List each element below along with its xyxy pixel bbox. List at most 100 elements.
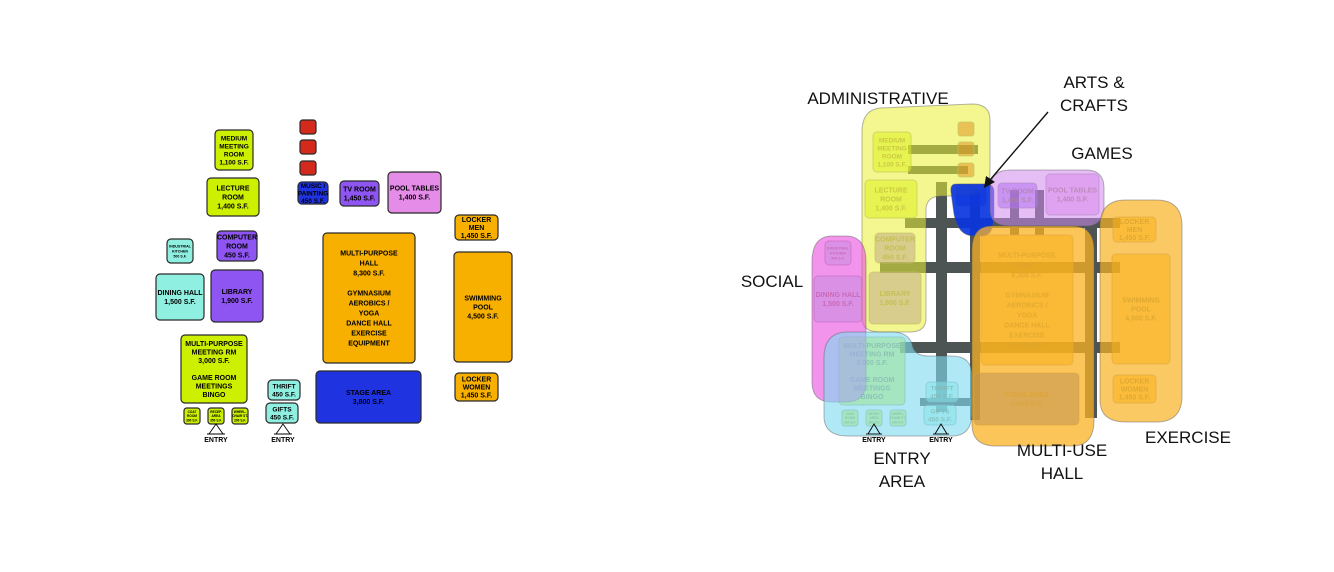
room-box [265,402,299,424]
room-label-line: 450 S.F. [301,198,325,205]
room-label-line: BINGO [203,392,227,399]
room-label-line: 300 S.F. [186,418,198,422]
entry-arrow [275,423,291,435]
room-label-line: AREA [211,414,221,418]
room-box [322,232,416,364]
room-wheelchair-storage: WHEEL-CHAIR ST.200 S.F. [231,407,249,425]
leader-line [989,111,1049,181]
room-label-line: MULTI-PURPOSE [340,250,398,257]
room-label-line: EQUIPMENT [348,340,390,347]
room-box [267,379,301,401]
room-label-line: 450 S.F. [224,252,250,259]
room-label-line: 1,450 S.F. [461,233,493,240]
room-label-line: MULTI-PURPOSE [185,341,243,348]
room-label-line: 1,900 S.F. [221,298,253,305]
room-box [231,407,249,425]
room-label-line: 3,800 S.F. [353,399,385,406]
room-box [339,180,380,207]
room-box [297,181,329,205]
room-label-line: YOGA [359,310,380,317]
room-label-line: GYMNASIUM [347,290,391,297]
room-label-line: RECEP. [210,410,222,414]
zone-label-social: SOCIAL [741,272,803,291]
room-label-line: ROOM [226,243,248,250]
room-label-line: MEDIUM [221,135,247,142]
room-label-line: 1,450 S.F. [461,392,493,399]
room-label-line: 8,300 S.F. [353,270,385,277]
entry-marker: ENTRY [271,423,295,444]
room-label-line: GAME ROOM [192,375,237,382]
room-box [183,407,201,425]
room-box [454,214,499,241]
room-swimming-pool: SWIMMING POOL 4,500 S.F. [453,251,513,363]
zone-label-exercise: EXERCISE [1145,428,1231,447]
zone-label-multi-use-hall: MULTI-USE [1017,441,1107,460]
room-label-line: ROOM [222,194,244,201]
room-label-line: SWIMMING [464,295,502,302]
circulation-bar [936,182,947,412]
zone-bubble-exercise [1099,199,1183,423]
room-label-line: INDUSTRIAL [169,244,192,248]
room-box [299,119,317,135]
room-label-line: THRIFT [272,383,295,390]
entry-arrow [208,423,224,435]
room-label-line: CHAIR ST. [232,414,248,418]
room-box [166,238,194,264]
arts-crafts-leader-arrow [984,111,1049,188]
zone-label-arts-crafts: CRAFTS [1060,96,1128,115]
entry-arrow [934,423,948,435]
room-label-line: 1,400 S.F. [399,194,431,201]
room-label-line: LOCKER [462,217,492,224]
entry-marker: ENTRY [862,423,886,444]
room-box [299,160,317,176]
room-label-line: POOL TABLES [390,185,439,192]
room-box [210,269,264,323]
room-label-line: POOL [473,304,494,311]
room-label-line: LOCKER [462,376,492,383]
room-box [214,129,254,171]
room-label-line: ROOM [187,414,197,418]
room-label-line: LIBRARY [222,289,253,296]
room-art-room-1 [299,119,317,135]
room-label-line: MEETING RM [192,349,237,356]
room-label-line: WHEEL- [234,410,247,414]
entry-label: ENTRY [204,437,228,444]
zone-bubble-multi-use-hall [971,225,1095,447]
room-label-line: HALL [360,260,379,267]
room-multi-purpose-hall: MULTI-PURPOSE HALL 8,300 S.F. GYMNASIUM AERO… [322,232,416,364]
room-label-line: 500 S.F. [173,254,186,258]
room-label-line: AEROBICS / [349,300,390,307]
room-label-line: 1,400 S.F. [217,203,249,210]
room-label-line: 450 S.F. [272,391,296,398]
room-label-line: DINING HALL [157,290,203,297]
zone-bubble-games [989,169,1105,227]
room-label-line: 3,000 S.F. [198,358,230,365]
room-box [387,171,442,214]
room-label-line: 350 S.F. [210,418,222,422]
room-label-line: TV ROOM [343,186,376,193]
room-label-line: MEN [469,225,485,232]
zone-label-entry-area: AREA [879,472,926,491]
room-label-line: GIFTS [272,406,292,413]
room-label-line: DANCE HALL [346,320,392,327]
room-pool-tables: POOL TABLES 1,400 S.F. [387,171,442,214]
room-label-line: 4,500 S.F. [467,313,499,320]
zone-label-arts-crafts: ARTS & [1063,73,1125,92]
room-box [155,273,205,321]
room-label-line: WOMEN [463,384,491,391]
zone-label-games: GAMES [1071,144,1132,163]
room-label-line: MEETING [219,143,249,150]
